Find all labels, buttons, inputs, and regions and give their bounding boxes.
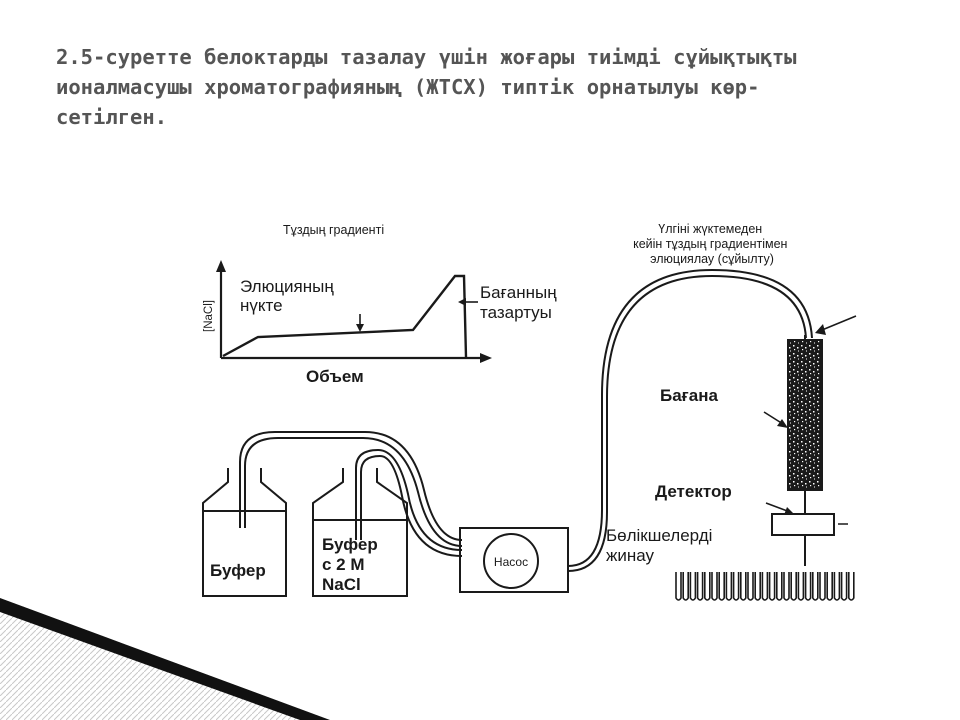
fraction-tube: [754, 572, 761, 601]
y-axis-arrowhead: [216, 260, 226, 272]
bottle2-label: Буфер с 2 М NaCl: [322, 535, 382, 594]
fraction-tube: [732, 572, 740, 601]
tube-bottle1-inner: [244, 437, 463, 547]
fraction-tube: [747, 572, 754, 601]
pump-label: Насос: [494, 555, 528, 569]
column-cleaning-label: Бағанның тазартуы: [480, 283, 561, 322]
tubing: [239, 268, 813, 572]
fraction-tube: [833, 572, 841, 601]
decor-wedge: [0, 598, 330, 720]
title-line: ионалмасушы хроматографияның (ЖТСХ) типт…: [56, 75, 760, 99]
fraction-tube: [725, 572, 733, 601]
elution-note: Үлгіні жүктемеден кейін тұздың градиенті…: [633, 222, 791, 266]
fraction-tube: [812, 572, 819, 601]
buffer-bottle: Буфер: [202, 468, 287, 597]
y-axis-label: [NaCl]: [203, 300, 215, 332]
x-axis-arrowhead: [480, 353, 492, 363]
fraction-tube: [740, 572, 747, 601]
fraction-tube: [675, 572, 682, 601]
fraction-collection-label: Бөлікшелерді жинау: [606, 526, 717, 565]
column-label: Бағана: [660, 386, 718, 405]
tube-bottle2-outer: [355, 448, 463, 551]
fraction-tube: [790, 572, 797, 601]
gradient-graph: Тұздың градиенті [NaCl] Объем Элюцияның …: [203, 223, 561, 386]
bottle1-label: Буфер: [210, 561, 266, 580]
title-line: 2.5-суретте белоктарды тазалау үшін жоға…: [56, 45, 797, 69]
elution-point-label: Элюцияның нүкте: [240, 277, 339, 315]
gradient-title: Тұздың градиенті: [283, 223, 384, 237]
title-line: сетілген.: [56, 105, 168, 129]
column-body: [787, 339, 823, 491]
fraction-tube: [711, 572, 718, 601]
nacl-buffer-bottle: Буфер с 2 М NaCl: [312, 468, 408, 597]
detector-label: Детектор: [655, 482, 732, 501]
fraction-tube: [768, 572, 776, 601]
column-assembly: Үлгіні жүктемеден кейін тұздың градиенті…: [606, 222, 857, 601]
fraction-tube: [682, 572, 689, 601]
fraction-tube: [826, 572, 833, 601]
gradient-curve: [222, 274, 468, 358]
detector-box: [771, 513, 835, 536]
input-arrow: [821, 315, 857, 331]
slide-title: 2.5-суретте белоктарды тазалау үшін жоға…: [56, 42, 906, 132]
tube-pump-to-column-inner: [567, 274, 807, 572]
fraction-tube: [689, 572, 697, 601]
fraction-tubes: [675, 572, 855, 601]
fraction-tube: [819, 572, 826, 601]
pump-circle: [483, 533, 539, 589]
fraction-tube: [848, 572, 855, 601]
x-axis-label: Объем: [306, 367, 364, 386]
fraction-tube: [761, 572, 769, 601]
fraction-tube: [718, 572, 725, 601]
fraction-tube: [776, 572, 783, 601]
tube-pump-to-column: [567, 268, 813, 567]
fraction-tube: [696, 572, 704, 601]
pump-box: [459, 527, 569, 593]
column-arrow: [763, 411, 784, 425]
fraction-tube: [704, 572, 711, 601]
fraction-tube: [797, 572, 805, 601]
tube-bottle2-inner: [360, 454, 463, 557]
fraction-tube: [840, 572, 848, 601]
fraction-tube: [783, 572, 790, 601]
fraction-tube: [804, 572, 812, 601]
tube-bottle1-outer: [239, 431, 463, 541]
pump: Насос: [459, 527, 569, 593]
